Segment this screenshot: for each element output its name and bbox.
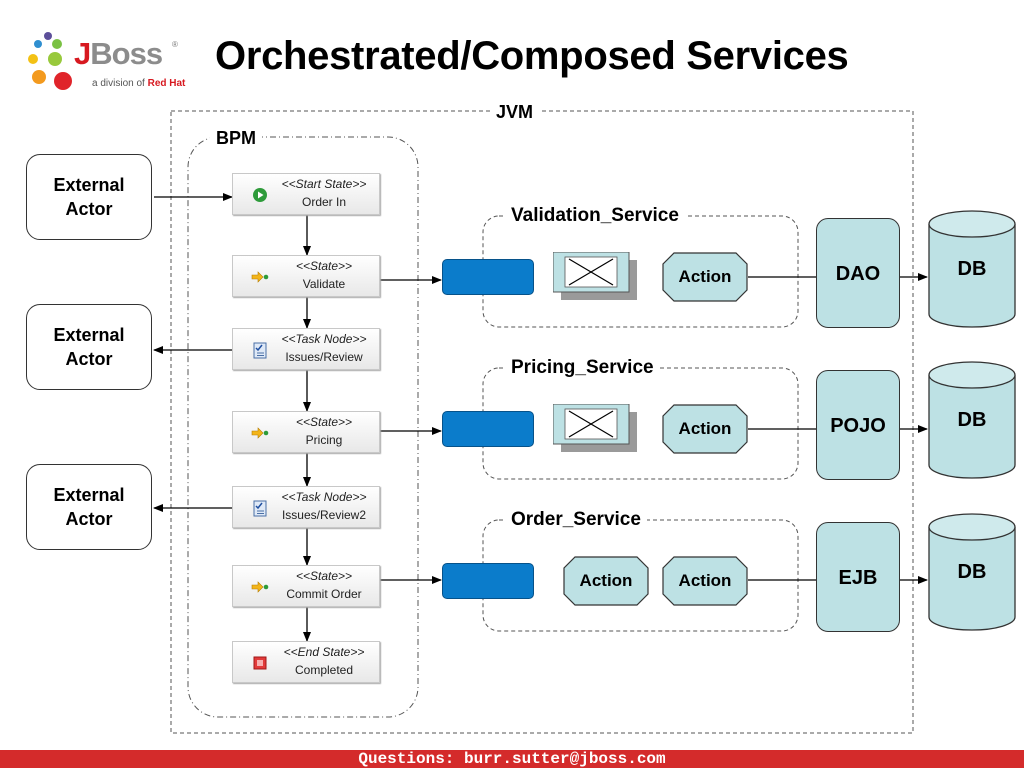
pricing-action[interactable]: Action bbox=[662, 404, 748, 454]
logo-wordmark: JBoss bbox=[74, 36, 163, 71]
dao-component: DAO bbox=[816, 218, 900, 328]
state-arrow-icon bbox=[251, 578, 269, 596]
db-cylinder-2: DB bbox=[928, 361, 1016, 481]
node-task-issues-review[interactable]: <<Task Node>> Issues/Review bbox=[232, 328, 380, 370]
node-stereotype: <<State>> bbox=[295, 259, 353, 273]
node-name: Commit Order bbox=[286, 587, 362, 601]
node-task-issues-review2[interactable]: <<Task Node>> Issues/Review2 bbox=[232, 486, 380, 528]
logo-subtitle: a division of Red Hat bbox=[92, 78, 186, 89]
validation-action[interactable]: Action bbox=[662, 252, 748, 302]
node-stereotype: <<Task Node>> bbox=[281, 332, 367, 346]
logo-registered-mark: ® bbox=[172, 40, 178, 49]
node-end-completed[interactable]: <<End State>> Completed bbox=[232, 641, 380, 683]
node-name: Issues/Review2 bbox=[281, 508, 367, 522]
slide-title: Orchestrated/Composed Services bbox=[215, 34, 849, 78]
bpm-boundary bbox=[187, 136, 419, 718]
node-name: Validate bbox=[302, 277, 346, 291]
node-state-validate[interactable]: <<State>> Validate bbox=[232, 255, 380, 297]
footer-contact: Questions: burr.sutter@jboss.com bbox=[358, 750, 666, 768]
node-state-commit-order[interactable]: <<State>> Commit Order bbox=[232, 565, 380, 607]
task-checklist-icon bbox=[251, 499, 269, 517]
order-action-1[interactable]: Action bbox=[563, 556, 649, 606]
node-name: Order In bbox=[301, 195, 346, 209]
validation-gateway[interactable] bbox=[442, 259, 534, 295]
jvm-boundary bbox=[170, 110, 914, 734]
end-stop-icon bbox=[251, 654, 269, 672]
node-stereotype: <<State>> bbox=[295, 415, 353, 429]
db-cylinder-3: DB bbox=[928, 513, 1016, 633]
order-action-2[interactable]: Action bbox=[662, 556, 748, 606]
node-name: Pricing bbox=[305, 433, 343, 447]
db-cylinder-1: DB bbox=[928, 210, 1016, 330]
node-name: Completed bbox=[294, 663, 354, 677]
state-arrow-icon bbox=[251, 424, 269, 442]
order-gateway[interactable] bbox=[442, 563, 534, 599]
bpm-label: BPM bbox=[210, 128, 262, 149]
node-stereotype: <<State>> bbox=[295, 569, 353, 583]
node-stereotype: <<End State>> bbox=[283, 645, 365, 659]
jvm-label: JVM bbox=[490, 102, 540, 123]
node-stereotype: <<Task Node>> bbox=[281, 490, 367, 504]
ejb-component: EJB bbox=[816, 522, 900, 632]
pricing-gateway[interactable] bbox=[442, 411, 534, 447]
pricing-service-label: Pricing_Service bbox=[505, 357, 660, 379]
jboss-logo: JBoss ® a division of Red Hat bbox=[22, 28, 202, 103]
footer-bar bbox=[0, 750, 1024, 768]
node-name: Issues/Review bbox=[285, 350, 363, 364]
start-play-icon bbox=[251, 186, 269, 204]
validation-service-label: Validation_Service bbox=[505, 205, 685, 227]
pricing-transformer-icon bbox=[552, 403, 637, 468]
order-service-label: Order_Service bbox=[505, 509, 647, 531]
task-checklist-icon bbox=[251, 341, 269, 359]
node-stereotype: <<Start State>> bbox=[281, 177, 367, 191]
node-state-pricing[interactable]: <<State>> Pricing bbox=[232, 411, 380, 453]
node-start-order-in[interactable]: <<Start State>> Order In bbox=[232, 173, 380, 215]
state-arrow-icon bbox=[251, 268, 269, 286]
pojo-component: POJO bbox=[816, 370, 900, 480]
validation-transformer-icon bbox=[552, 251, 637, 316]
